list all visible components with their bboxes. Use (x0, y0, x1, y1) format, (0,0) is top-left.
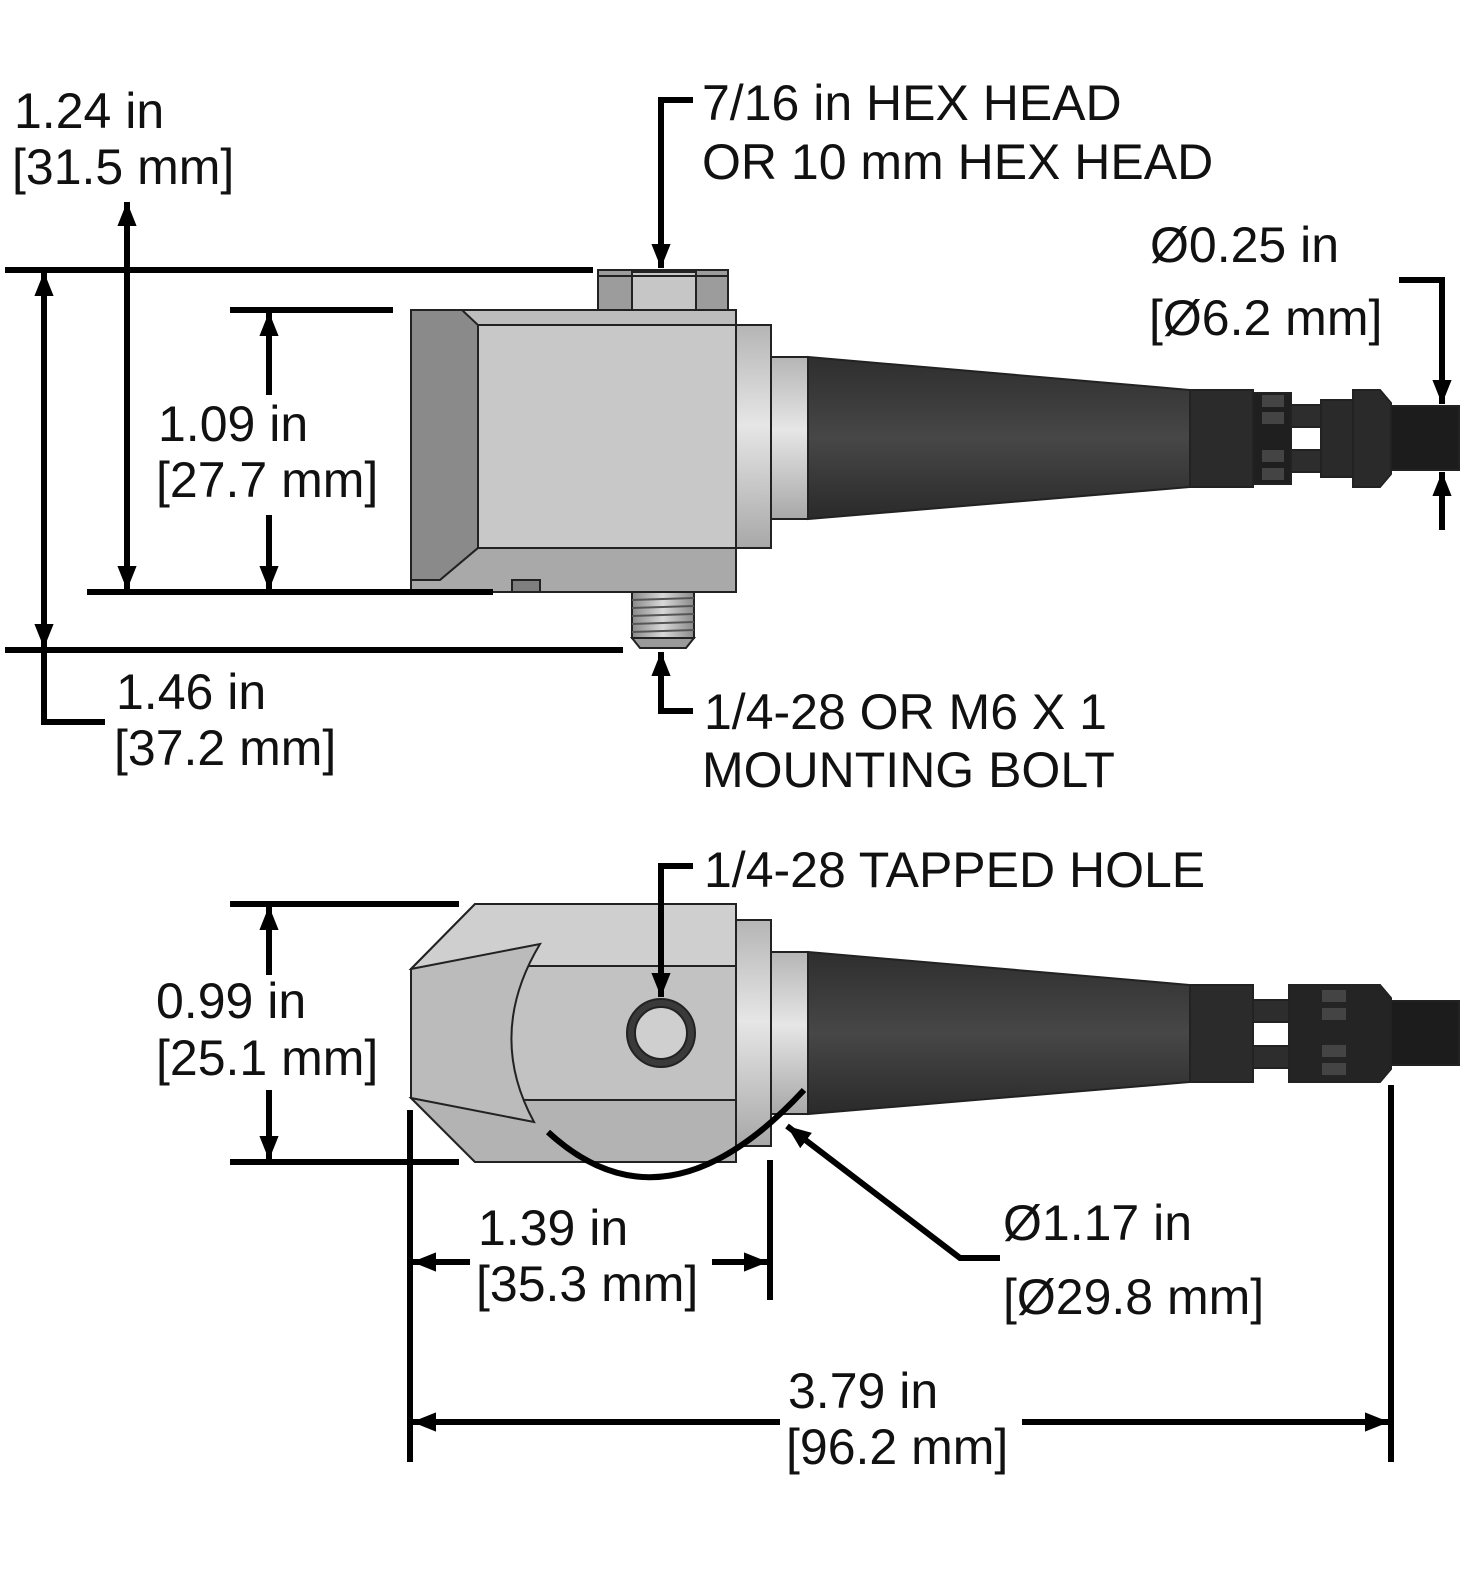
sensor-body-side (410, 309, 737, 593)
label-3-79-mm: [96.2 mm] (786, 1419, 1008, 1475)
label-1-24-in: 1.24 in (14, 83, 164, 139)
cable (1390, 405, 1460, 471)
bolt-leader (651, 652, 693, 714)
hex-head-leader (651, 97, 693, 268)
tapped-hole-leader (651, 863, 693, 997)
label-0-99-in: 0.99 in (156, 973, 306, 1029)
label-boot-dia-in: Ø1.17 in (1003, 1195, 1192, 1251)
label-1-39-mm: [35.3 mm] (476, 1256, 698, 1312)
boot-diameter-arc (545, 1087, 807, 1181)
label-bolt-line2: MOUNTING BOLT (702, 742, 1115, 798)
top-view-dimensions (5, 97, 1452, 725)
cable-boot (807, 355, 1191, 521)
connector-bottom (1189, 984, 1392, 1083)
label-hex-head-line1: 7/16 in HEX HEAD (702, 75, 1122, 131)
tapped-hole (626, 998, 696, 1068)
collar-small (770, 356, 809, 520)
label-1-39-in: 1.39 in (478, 1200, 628, 1256)
label-boot-dia-mm: [Ø29.8 mm] (1003, 1269, 1264, 1325)
collar-large (735, 324, 772, 549)
label-3-79-in: 3.79 in (788, 1363, 938, 1419)
label-1-46-mm: [37.2 mm] (114, 720, 336, 776)
labels: 1.24 in [31.5 mm] 1.09 in [27.7 mm] 1.46… (12, 75, 1382, 1475)
label-hex-head-line2: OR 10 mm HEX HEAD (702, 134, 1213, 190)
label-bolt-line1: 1/4-28 OR M6 X 1 (704, 684, 1107, 740)
label-cable-dia-in: Ø0.25 in (1150, 217, 1339, 273)
bottom-view-dimensions (230, 863, 1394, 1462)
sensor-body-bottom (408, 903, 737, 1163)
collar-small-bottom (770, 951, 809, 1115)
cable-dia-leader-top (1399, 277, 1452, 404)
label-cable-dia-mm: [Ø6.2 mm] (1149, 290, 1382, 346)
top-view-sensor (410, 269, 1460, 649)
label-1-46-in: 1.46 in (116, 664, 266, 720)
label-1-09-in: 1.09 in (158, 396, 308, 452)
connector (1189, 389, 1392, 488)
label-tapped-hole: 1/4-28 TAPPED HOLE (704, 842, 1205, 898)
cable-bottom (1390, 1000, 1460, 1066)
hex-head (597, 269, 729, 313)
boot-diameter-leader (785, 1123, 1000, 1261)
label-1-09-mm: [27.7 mm] (156, 452, 378, 508)
label-1-24-mm: [31.5 mm] (12, 139, 234, 195)
bottom-view-sensor (408, 903, 1460, 1181)
cable-boot-bottom (807, 950, 1191, 1116)
label-0-99-mm: [25.1 mm] (156, 1030, 378, 1086)
collar-large-bottom (735, 919, 772, 1147)
mounting-bolt (629, 591, 697, 649)
